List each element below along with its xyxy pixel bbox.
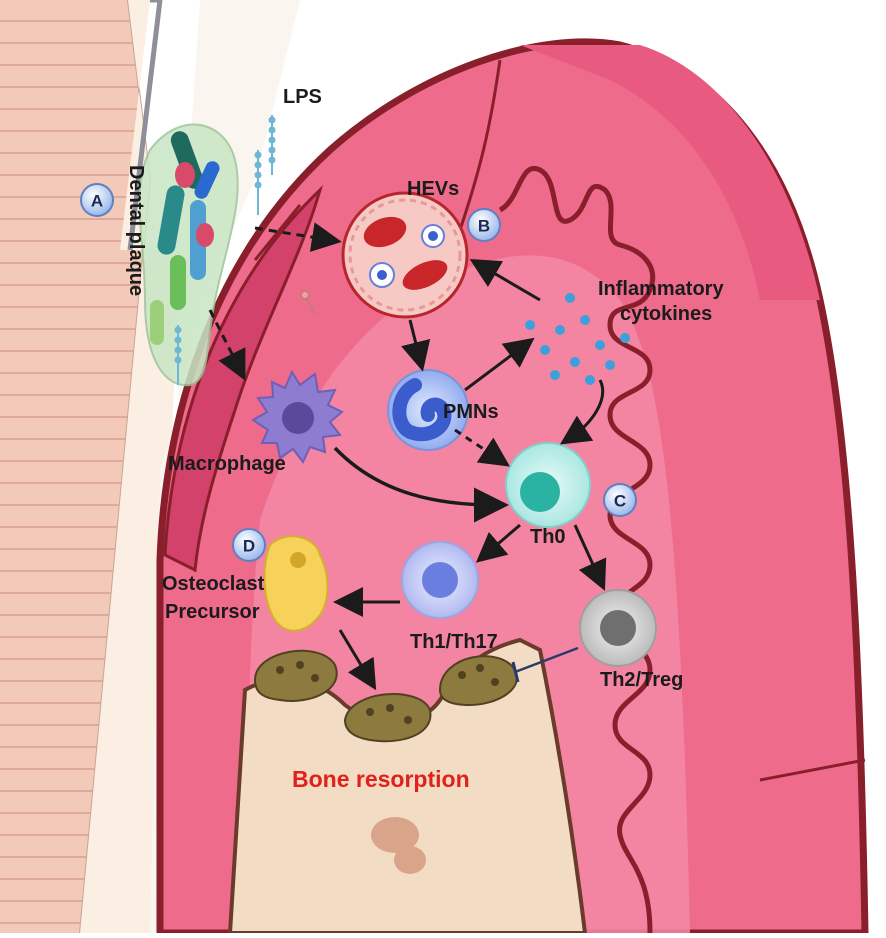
label-cytokines: cytokines: [620, 303, 712, 325]
th2-treg-cell: [579, 589, 657, 667]
pmn-cell: [387, 369, 469, 451]
label-inflammatory: Inflammatory: [598, 278, 724, 300]
arrow-th0-to-th2: [573, 524, 607, 591]
label-dental-plaque: Dental plaque: [125, 165, 147, 296]
arrow-cytokines-to-hev: [469, 258, 541, 302]
arrows: [208, 222, 607, 691]
osteoclast-pit-middle: [343, 693, 432, 743]
arrow-pmn-to-th0: [454, 428, 510, 467]
arrow-plaque-to-hev: [254, 222, 342, 252]
th0-cell: [505, 442, 591, 528]
arrow-pmn-to-cytokines: [464, 337, 535, 392]
badge-c: C: [603, 483, 637, 517]
label-pmns: PMNs: [443, 401, 499, 423]
label-bone-resorption: Bone resorption: [292, 766, 470, 792]
hev-blood-vessel: [341, 191, 469, 319]
arrow-macrophage-to-th0: [333, 446, 509, 523]
osteoclast-pit-right: [438, 655, 518, 707]
badge-a: A: [80, 183, 114, 217]
badge-b-label: B: [478, 217, 490, 236]
label-hevs: HEVs: [407, 178, 459, 200]
label-th1-th17: Th1/Th17: [410, 631, 498, 653]
inhibit-th2-to-bone: [514, 646, 579, 674]
badge-c-label: C: [614, 492, 626, 511]
osteoclast-pit-left: [253, 649, 338, 702]
badge-d-label: D: [243, 537, 255, 556]
label-th2-treg: Th2/Treg: [600, 669, 683, 691]
label-th0: Th0: [530, 526, 566, 548]
label-lps: LPS: [283, 86, 322, 108]
badge-b: B: [467, 208, 501, 242]
label-precursor: Precursor: [165, 601, 260, 623]
arrow-cytokines-to-th0: [559, 379, 605, 445]
th1-th17-cell: [401, 541, 479, 619]
label-osteoclast: Osteoclast: [162, 573, 265, 595]
badge-d: D: [232, 528, 266, 562]
epithelium-wavy-border: [498, 165, 656, 934]
label-macrophage: Macrophage: [168, 453, 286, 475]
arrow-osteoclast-to-bone: [338, 629, 377, 691]
arrow-hev-to-pmn: [401, 319, 431, 372]
arrow-plaque-to-macrophage: [208, 309, 246, 381]
cementum-layer: [80, 0, 180, 933]
macrophage-cell: [251, 369, 344, 464]
badge-a-label: A: [91, 192, 103, 211]
osteoclast-precursor-cell: [263, 535, 329, 632]
arrow-th0-to-th1: [475, 523, 521, 563]
dental-plaque-biofilm: [138, 123, 239, 387]
lps-molecules: [174, 115, 316, 385]
